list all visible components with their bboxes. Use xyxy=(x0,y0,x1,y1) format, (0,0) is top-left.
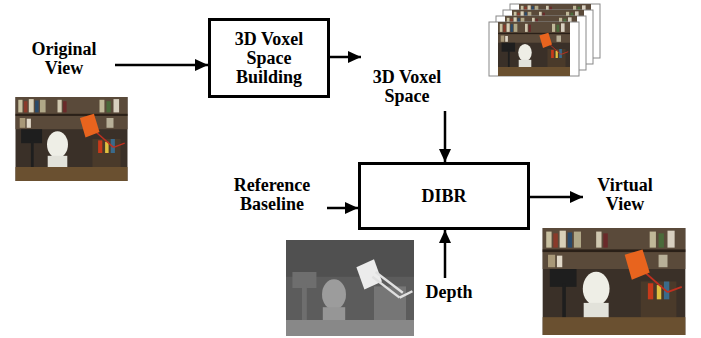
flow-arrow xyxy=(327,207,358,210)
original-view-image xyxy=(16,97,128,181)
virtual-view-image xyxy=(543,228,686,335)
input-label: Reference Baseline xyxy=(222,176,322,214)
input-label: Original View xyxy=(18,40,110,78)
node-text: 3D Voxel Space Building xyxy=(219,30,319,87)
node-text: Reference Baseline xyxy=(222,176,322,214)
voxel-frame-stack xyxy=(489,4,600,76)
flow-arrow xyxy=(330,56,361,59)
input-label: Depth xyxy=(418,283,480,302)
box-content: DIBR xyxy=(421,187,466,206)
node-text: DIBR xyxy=(421,187,466,206)
output-label: Virtual View xyxy=(588,176,662,214)
flow-arrow xyxy=(444,230,447,278)
flow-arrow xyxy=(115,64,208,67)
process-box: 3D Voxel Space Building xyxy=(208,18,330,98)
depth-map-image xyxy=(286,240,414,336)
flow-arrow xyxy=(444,111,447,162)
node-text: Original View xyxy=(18,40,110,78)
box-content: 3D Voxel Space Building xyxy=(219,30,319,87)
node-text: 3D Voxel Space xyxy=(366,68,448,106)
data-label: 3D Voxel Space xyxy=(366,68,448,106)
process-box: DIBR xyxy=(358,162,530,230)
node-text: Depth xyxy=(418,283,480,302)
node-text: Virtual View xyxy=(588,176,662,214)
flow-arrow xyxy=(530,196,583,199)
